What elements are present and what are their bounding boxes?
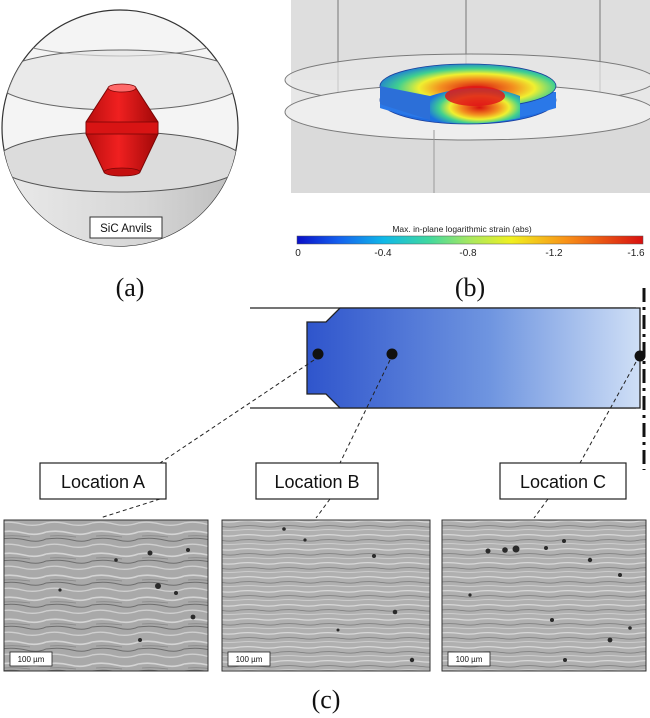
location-a-box: Location A (39, 462, 167, 500)
colorbar-tick: -0.4 (374, 248, 392, 259)
scale-bar-a: 100 µm (18, 655, 45, 664)
red-anvils (85, 83, 159, 177)
location-a-label: Location A (61, 472, 145, 492)
location-c-box: Location C (499, 462, 627, 500)
colorbar: Max. in-plane logarithmic strain (abs) 0… (295, 224, 645, 259)
panel-b-simulation (284, 0, 650, 193)
colorbar-gradient (296, 235, 644, 245)
colorbar-tick: -1.6 (627, 248, 645, 259)
location-b-box: Location B (255, 462, 379, 500)
scale-bar-c: 100 µm (456, 655, 483, 664)
colorbar-tick: -1.2 (545, 248, 563, 259)
panel-a-label: (a) (116, 273, 145, 302)
point-c (634, 350, 646, 362)
colorbar-tick: 0 (295, 248, 301, 259)
location-b-label: Location B (274, 472, 359, 492)
panel-a-schematic: SiC Anvils (1, 9, 239, 247)
point-b (386, 348, 398, 360)
panel-c-label: (c) (312, 685, 341, 714)
micrograph-a: 100 µm (3, 519, 209, 672)
colorbar-title: Max. in-plane logarithmic strain (abs) (392, 224, 532, 234)
colorbar-tick: -0.8 (459, 248, 477, 259)
panel-c-cross-section (99, 288, 646, 519)
sample-cross-section (306, 307, 641, 409)
micrograph-c: 100 µm (441, 519, 647, 672)
location-c-label: Location C (520, 472, 606, 492)
anvil-label: SiC Anvils (100, 223, 152, 235)
scale-bar-b: 100 µm (236, 655, 263, 664)
micrograph-b: 100 µm (221, 519, 431, 672)
strain-disk (379, 63, 557, 125)
panel-b-label: (b) (455, 273, 485, 302)
point-a (312, 348, 324, 360)
